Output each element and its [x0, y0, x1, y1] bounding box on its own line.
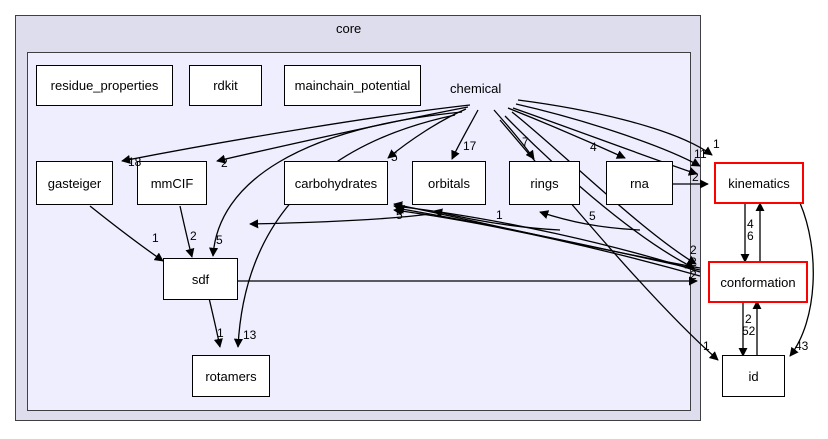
node-orbitals[interactable]: orbitals — [412, 161, 486, 205]
cluster-core-label: core — [336, 21, 362, 36]
node-rings[interactable]: rings — [509, 161, 580, 205]
node-conformation[interactable]: conformation — [708, 261, 808, 303]
edge-label-chemical-kinematics-a: 1 — [713, 137, 720, 151]
node-label: rna — [630, 175, 649, 191]
node-label: conformation — [720, 274, 796, 290]
node-mmCIF[interactable]: mmCIF — [137, 161, 207, 205]
node-carbohydrates[interactable]: carbohydrates — [284, 161, 388, 205]
node-mainchain_potential[interactable]: mainchain_potential — [284, 65, 421, 106]
edge-label-kinematics-id: 43 — [795, 339, 809, 353]
node-label: mmCIF — [150, 175, 194, 191]
edge-label-kinematics-conformation: 4 — [747, 217, 754, 231]
node-residue_properties[interactable]: residue_properties — [36, 65, 173, 106]
node-label: mainchain_potential — [294, 78, 411, 93]
edge-label-conformation-id: 2 — [745, 312, 752, 326]
node-label: rdkit — [213, 78, 238, 93]
edge-label-chemical-id: 1 — [703, 339, 710, 353]
edge-label-chemical-kinematics-c: 1 — [700, 147, 707, 161]
node-label: orbitals — [428, 175, 470, 191]
node-label: id — [748, 368, 759, 384]
node-id[interactable]: id — [722, 355, 785, 397]
node-rdkit[interactable]: rdkit — [189, 65, 262, 106]
node-label: gasteiger — [47, 175, 102, 191]
node-rna[interactable]: rna — [606, 161, 673, 205]
node-kinematics[interactable]: kinematics — [714, 162, 804, 204]
node-sdf[interactable]: sdf — [163, 258, 238, 300]
node-label: rotamers — [205, 368, 257, 384]
node-label: kinematics — [728, 175, 790, 191]
node-label: residue_properties — [50, 78, 159, 93]
node-gasteiger[interactable]: gasteiger — [36, 161, 113, 205]
node-label: sdf — [191, 271, 210, 287]
node-rotamers[interactable]: rotamers — [192, 355, 270, 397]
node-label: carbohydrates — [294, 175, 378, 191]
node-label: rings — [530, 175, 559, 191]
edge-label-conformation-kinematics: 6 — [747, 229, 754, 243]
cluster-chemical-label: chemical — [450, 81, 502, 96]
edge-label-id-conformation: 52 — [742, 324, 756, 338]
